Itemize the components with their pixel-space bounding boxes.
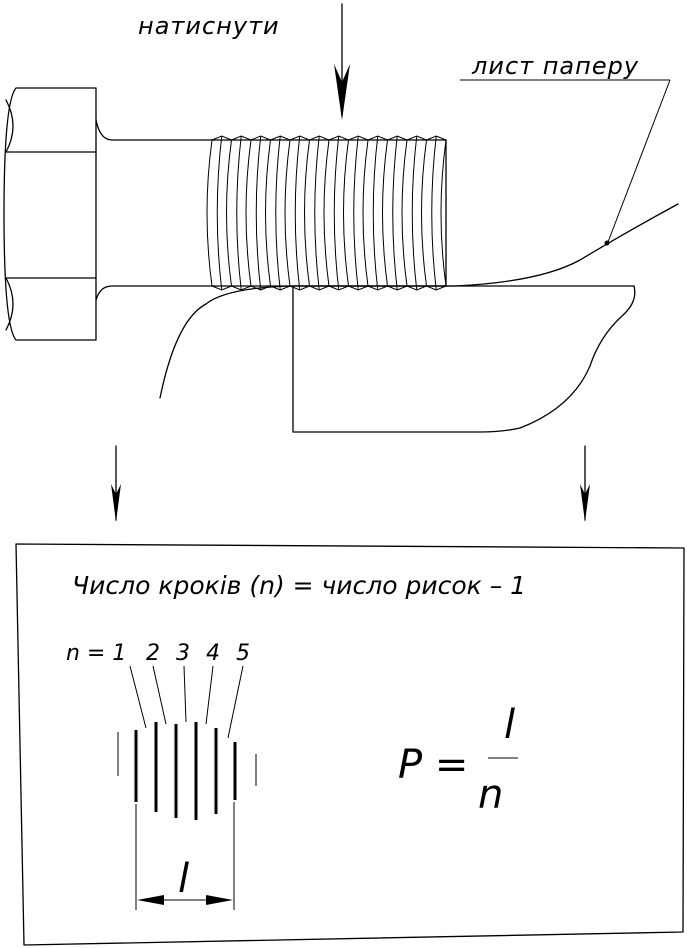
thread-tooth: [426, 135, 447, 291]
paper-sheet-leader: [460, 79, 671, 246]
thread-crest: [323, 139, 330, 287]
thread-tooth: [367, 135, 388, 291]
count-label-3: 3: [176, 641, 190, 666]
thread-crest: [284, 139, 291, 287]
thread-flank: [411, 135, 418, 291]
imprint-card: [15, 543, 685, 946]
thread-crest: [401, 139, 408, 287]
formula-numerator: l: [504, 702, 515, 748]
thread-tooth: [211, 135, 232, 291]
thread-flank: [216, 135, 223, 291]
thread-crest: [226, 139, 232, 287]
thread-crest: [206, 139, 213, 287]
thread-crest: [265, 139, 271, 287]
count-label-1: n = 1: [66, 641, 126, 666]
count-leaders: [129, 665, 244, 739]
thread-crest: [343, 139, 349, 287]
thread-tooth: [328, 135, 349, 291]
thread-tooth: [250, 135, 271, 291]
press-arrow: [334, 3, 350, 120]
transfer-arrow-right: [580, 445, 590, 522]
thread-tooth: [309, 135, 330, 291]
thread-crest: [362, 139, 369, 287]
thread-tooth: [348, 135, 369, 291]
count-label-5: 5: [236, 641, 250, 666]
thread-crest: [304, 139, 310, 287]
length-symbol: l: [178, 856, 189, 902]
formula-denominator: n: [478, 772, 503, 818]
thread-flank: [314, 135, 320, 291]
thread-tooth: [270, 135, 291, 291]
transfer-arrow-left: [111, 445, 121, 522]
thread-flank: [431, 135, 437, 291]
thread-crest: [440, 139, 447, 287]
card-title: Число кроків (n) = число рисок – 1: [72, 571, 526, 600]
thread-flank: [294, 135, 301, 291]
press-label: натиснути: [138, 12, 280, 40]
thread-flank: [236, 135, 242, 291]
thread-tooth: [406, 135, 427, 291]
workpiece-block: [292, 285, 636, 433]
thread-tooth: [387, 135, 408, 291]
thread-tooth: [289, 135, 310, 291]
thread-crest: [421, 139, 427, 287]
paper-sheet-label: лист паперу: [471, 52, 639, 80]
thread-crest: [245, 139, 252, 287]
bolt-shank: [95, 119, 213, 301]
count-label-4: 4: [206, 641, 220, 666]
thread-flank: [392, 135, 398, 291]
thread-marks: [117, 722, 257, 820]
formula-lhs: P =: [398, 742, 468, 788]
thread-crest: [382, 139, 388, 287]
paper-sheet-curve: [159, 203, 679, 399]
thread-flank: [353, 135, 359, 291]
length-dimension: [135, 802, 235, 910]
bolt-head: [3, 87, 97, 341]
count-label-2: 2: [146, 641, 160, 666]
thread-flank: [255, 135, 262, 291]
thread-flank: [333, 135, 340, 291]
thread-flank: [275, 135, 281, 291]
thread-tooth: [231, 135, 252, 291]
thread-flank: [372, 135, 379, 291]
bolt-thread: [206, 135, 447, 291]
